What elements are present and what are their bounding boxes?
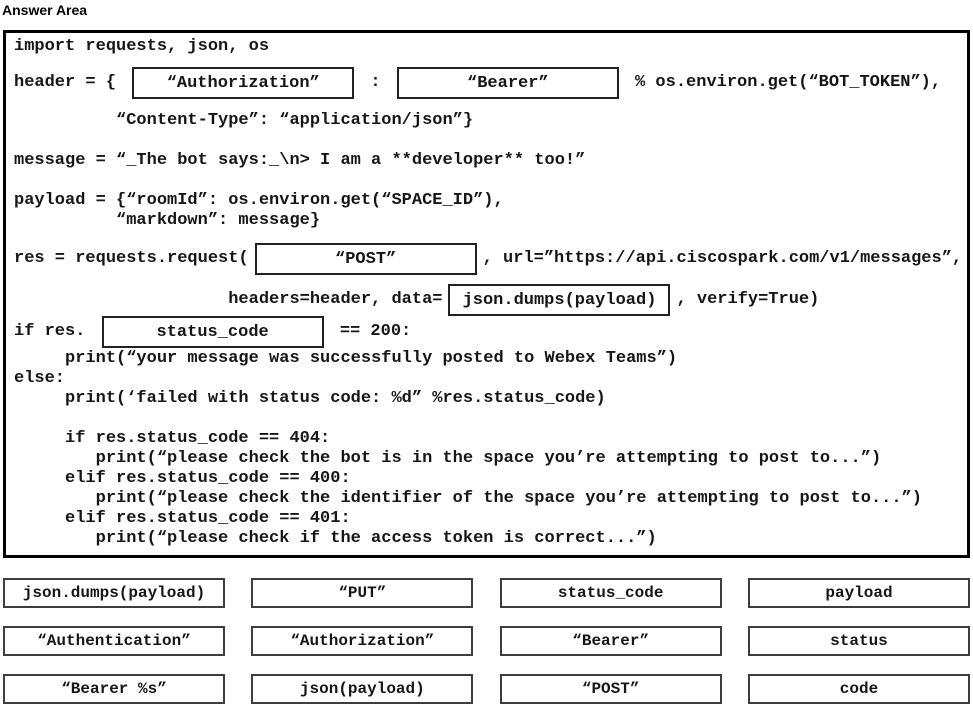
- code-text: else:: [14, 369, 66, 388]
- option-token-label: status_code: [557, 584, 664, 602]
- code-text: res = requests.request(: [14, 249, 249, 268]
- option-token[interactable]: “PUT”: [251, 578, 474, 608]
- code-line: “markdown”: message}: [14, 211, 967, 231]
- code-line: message = “_The bot says:_\n> I am a **d…: [14, 151, 967, 171]
- code-text: if res.: [14, 322, 96, 341]
- answer-area-panel: import requests, json, os header = { “Aut…: [3, 30, 970, 558]
- answer-slot-label: “POST”: [335, 249, 397, 269]
- option-tokens-grid: json.dumps(payload) “PUT” status_code paylo…: [3, 578, 970, 704]
- answer-slot-label: json.dumps(payload): [462, 290, 657, 310]
- answer-slot[interactable]: status_code: [101, 316, 324, 348]
- option-token-label: status: [830, 632, 888, 650]
- code-line: else:: [14, 369, 967, 389]
- code-line: if res. status_code == 200:: [14, 316, 967, 348]
- option-token-label: “Authorization”: [290, 632, 435, 650]
- code-text: header = {: [14, 73, 127, 92]
- code-text: “Content-Type”: “application/json”}: [14, 111, 474, 130]
- option-token-label: “Bearer %s”: [61, 680, 167, 698]
- code-text: print(“your message was successfully pos…: [14, 349, 678, 368]
- code-line: print(“please check the bot is in the sp…: [14, 449, 967, 469]
- code-text: == 200:: [329, 322, 412, 341]
- option-token[interactable]: “Authorization”: [251, 626, 474, 656]
- code-text: :: [360, 73, 391, 92]
- code-text: print(“please check the identifier of th…: [14, 489, 922, 508]
- code-text: payload = {“roomId”: os.environ.get(“SPA…: [14, 191, 504, 210]
- answer-slot-label: “Authorization”: [166, 73, 320, 93]
- option-token[interactable]: “Bearer %s”: [3, 674, 225, 704]
- option-token[interactable]: “Authentication”: [3, 626, 225, 656]
- code-line: payload = {“roomId”: os.environ.get(“SPA…: [14, 191, 967, 211]
- code-line: if res.status_code == 404:: [14, 429, 967, 449]
- option-token-label: “POST”: [581, 680, 640, 698]
- code-line: headers=header, data= json.dumps(payload)…: [14, 284, 967, 316]
- code-text: elif res.status_code == 400:: [14, 469, 351, 488]
- option-token[interactable]: json(payload): [251, 674, 474, 704]
- code-text: elif res.status_code == 401:: [14, 509, 351, 528]
- code-text: if res.status_code == 404:: [14, 429, 331, 448]
- code-line: import requests, json, os: [14, 37, 967, 57]
- code-text: print(“please check the bot is in the sp…: [14, 449, 882, 468]
- option-token[interactable]: “POST”: [499, 674, 722, 704]
- code-text: print(‘failed with status code: %d” %res…: [14, 389, 606, 408]
- option-token-label: json(payload): [299, 680, 425, 698]
- option-token[interactable]: payload: [747, 578, 970, 608]
- answer-slot[interactable]: json.dumps(payload): [448, 284, 671, 316]
- code-line: “Content-Type”: “application/json”}: [14, 111, 967, 131]
- option-token[interactable]: json.dumps(payload): [3, 578, 225, 608]
- option-token-label: payload: [825, 584, 893, 602]
- code-line: elif res.status_code == 401:: [14, 509, 967, 529]
- option-token[interactable]: status: [747, 626, 970, 656]
- code-line: print(“your message was successfully pos…: [14, 349, 967, 369]
- answer-slot[interactable]: “Authorization”: [132, 67, 355, 99]
- code-line: print(“please check the identifier of th…: [14, 489, 967, 509]
- code-line: res = requests.request( “POST” , url=”http…: [14, 243, 967, 275]
- option-token[interactable]: status_code: [499, 578, 722, 608]
- code-text: headers=header, data=: [14, 290, 443, 309]
- option-token-label: “PUT”: [338, 584, 387, 602]
- page-title: Answer Area: [2, 2, 88, 18]
- option-token-label: json.dumps(payload): [22, 584, 206, 602]
- code-text: import requests, json, os: [14, 37, 270, 56]
- code-text: % os.environ.get(“BOT_TOKEN”),: [624, 73, 942, 92]
- code-text: , url=”https://api.ciscospark.com/v1/mes…: [482, 249, 963, 268]
- code-text: , verify=True): [676, 290, 820, 309]
- code-line: print(“please check if the access token …: [14, 529, 967, 549]
- code-text: “markdown”: message}: [14, 211, 321, 230]
- code-text: message = “_The bot says:_\n> I am a **d…: [14, 151, 586, 170]
- answer-slot-label: status_code: [156, 322, 269, 342]
- answer-slot[interactable]: “POST”: [254, 243, 477, 275]
- option-token[interactable]: “Bearer”: [499, 626, 722, 656]
- option-token[interactable]: code: [747, 674, 970, 704]
- answer-slot-label: “Bearer”: [467, 73, 549, 93]
- code-line: header = { “Authorization” : “Bearer” % …: [14, 67, 967, 99]
- option-token-label: “Authentication”: [37, 632, 191, 650]
- option-token-label: “Bearer”: [572, 632, 650, 650]
- option-token-label: code: [839, 680, 879, 698]
- code-text: print(“please check if the access token …: [14, 529, 657, 548]
- code-line: print(‘failed with status code: %d” %res…: [14, 389, 967, 409]
- answer-slot[interactable]: “Bearer”: [396, 67, 619, 99]
- code-line: elif res.status_code == 400:: [14, 469, 967, 489]
